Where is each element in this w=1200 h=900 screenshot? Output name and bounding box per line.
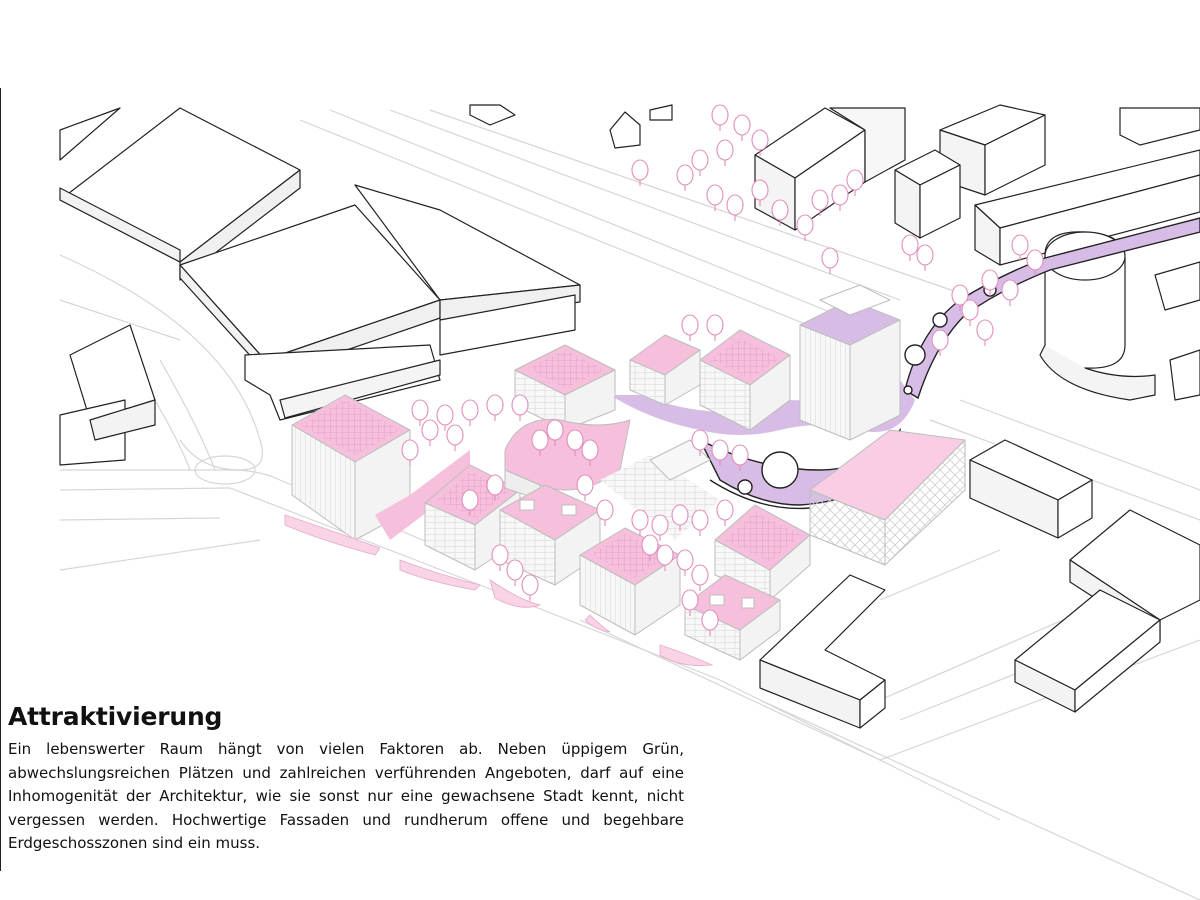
tree-icon <box>411 399 429 426</box>
tree-icon <box>681 589 699 616</box>
tree-icon <box>596 499 614 526</box>
tree-icon <box>461 399 479 426</box>
tree-icon <box>716 499 734 526</box>
tree-icon <box>691 564 709 591</box>
tree-icon <box>681 314 699 341</box>
tree-icon <box>701 609 719 636</box>
tree-icon <box>401 439 419 466</box>
tree-icon <box>751 179 769 206</box>
section-title: Attraktivierung <box>8 702 223 731</box>
tree-icon <box>951 284 969 311</box>
tree-icon <box>576 474 594 501</box>
tree-icon <box>961 299 979 326</box>
left-margin-rule <box>0 88 1 871</box>
tree-icon <box>931 329 949 356</box>
tree-icon <box>531 429 549 456</box>
tree-icon <box>751 129 769 156</box>
tree-icon <box>486 394 504 421</box>
tree-icon <box>676 549 694 576</box>
tree-icon <box>821 247 839 274</box>
street-network <box>59 109 1200 900</box>
tree-icon <box>846 169 864 196</box>
tree-icon <box>981 269 999 296</box>
tree-icon <box>1026 249 1044 276</box>
tree-icon <box>446 424 464 451</box>
tree-icon <box>796 214 814 241</box>
tree-icon <box>656 544 674 571</box>
tree-icon <box>691 429 709 456</box>
tree-icon <box>811 189 829 216</box>
tree-icon <box>691 509 709 536</box>
section-body: Ein lebenswerter Raum hängt von vielen F… <box>8 740 684 852</box>
tree-icon <box>726 194 744 221</box>
pink-ground-areas <box>284 514 714 666</box>
tree-icon <box>731 444 749 471</box>
tree-icon <box>581 439 599 466</box>
tree-icon <box>436 404 454 431</box>
tree-icon <box>771 199 789 226</box>
tree-icon <box>566 429 584 456</box>
tree-icon <box>461 489 479 516</box>
tree-icon <box>631 159 649 186</box>
tree-icon <box>716 139 734 166</box>
tree-icon <box>671 504 689 531</box>
tree-icon <box>711 439 729 466</box>
tree-icon <box>521 574 539 601</box>
tree-icon <box>1011 234 1029 261</box>
tree-icon <box>491 544 509 571</box>
tree-icon <box>691 149 709 176</box>
tree-icon <box>631 509 649 536</box>
tree-icon <box>486 474 504 501</box>
tree-icon <box>506 559 524 586</box>
new-district <box>291 284 966 661</box>
tree-icon <box>706 184 724 211</box>
context-buildings <box>59 104 1200 729</box>
tree-icon <box>976 319 994 346</box>
tree-icon <box>676 164 694 191</box>
tree-icon <box>711 104 729 131</box>
tree-icon <box>546 419 564 446</box>
trees <box>401 104 1044 636</box>
tree-icon <box>511 394 529 421</box>
tree-icon <box>1001 279 1019 306</box>
caption: Attraktivierung Ein lebenswerter Raum hä… <box>8 702 684 856</box>
tree-icon <box>901 234 919 261</box>
tree-icon <box>916 244 934 271</box>
tree-icon <box>831 184 849 211</box>
tree-icon <box>421 419 439 446</box>
tree-icon <box>651 514 669 541</box>
tree-icon <box>733 114 751 141</box>
tree-icon <box>641 534 659 561</box>
tree-icon <box>706 314 724 341</box>
